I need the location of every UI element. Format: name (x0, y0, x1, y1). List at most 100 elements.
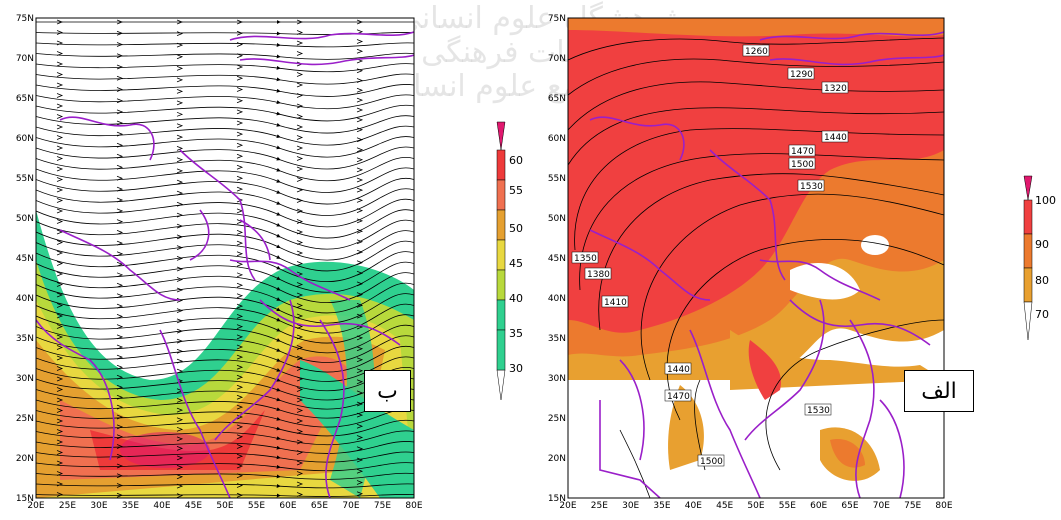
longitude-tick-label: 35E (122, 501, 139, 511)
streamline-arrow (116, 324, 124, 330)
boundaries-b (36, 31, 414, 498)
streamline-arrow (56, 198, 64, 203)
streamline-arrow (296, 93, 304, 98)
streamline-arrow (356, 218, 364, 224)
colorbar-b-label: 35 (509, 327, 523, 340)
streamline-arrow (356, 401, 364, 407)
streamline-arrow (56, 82, 64, 88)
colorbar-b-label: 50 (509, 222, 523, 235)
streamlines (36, 19, 414, 498)
streamline-arrow (116, 384, 124, 390)
streamline-arrow (116, 424, 124, 430)
streamline-arrow (56, 177, 64, 182)
streamline (36, 84, 414, 97)
streamline-arrow (56, 114, 64, 119)
streamline-arrow (116, 240, 124, 246)
contour-label: 1470 (664, 389, 692, 402)
streamline-arrow (116, 334, 124, 340)
panel-label-b-text: ب (377, 378, 398, 404)
streamline-arrow (236, 434, 244, 440)
streamline-arrow (236, 354, 244, 360)
map-panel-b: 75N70N65N60N55N50N45N40N35N30N25N20N15N … (16, 14, 523, 511)
streamline-arrow (356, 335, 364, 341)
latitude-tick-label: 40N (548, 294, 566, 304)
streamline-arrow (296, 261, 304, 266)
streamline-arrow (356, 197, 364, 203)
streamline (36, 136, 414, 158)
streamline (36, 335, 414, 363)
streamline-arrow (56, 429, 64, 434)
streamline-arrow (56, 355, 64, 361)
streamline-arrow (236, 30, 244, 36)
map-panel-alef: 1260 1290 1320 1440 1470 1500 1530 1350 … (548, 14, 1056, 511)
streamline-arrow (236, 282, 244, 288)
contour-label: 1380 (584, 267, 612, 280)
streamline-arrow (296, 313, 304, 319)
streamline-arrow (56, 492, 64, 497)
streamline-arrow (56, 19, 64, 25)
streamline-arrow (356, 412, 364, 418)
streamline-arrow (356, 107, 364, 113)
streamline-arrow (176, 54, 184, 60)
streamline-arrow (356, 87, 364, 93)
streamline (36, 157, 414, 182)
streamline-arrow (296, 366, 304, 371)
streamline-arrow (56, 93, 64, 98)
latitude-tick-label: 40N (16, 294, 34, 304)
streamline-arrow (296, 177, 304, 182)
streamline-arrow (116, 175, 124, 181)
svg-text:1320: 1320 (824, 84, 847, 94)
streamline-arrow (56, 72, 64, 77)
streamline-arrow (116, 483, 124, 488)
streamline-arrow (236, 404, 244, 410)
streamline-arrow (56, 219, 64, 224)
colorbar-b-bottom-arrow (496, 369, 506, 401)
longitude-tick-label: 40E (153, 501, 170, 511)
streamline (36, 462, 414, 472)
svg-text:1260: 1260 (745, 47, 768, 57)
streamline-arrow (356, 270, 364, 276)
streamline-arrow (56, 145, 64, 151)
streamline-arrow (56, 376, 64, 382)
panel-label-alef-text: الف (921, 378, 957, 404)
streamline-arrow (116, 30, 124, 36)
streamline-arrow (296, 397, 304, 403)
streamline-arrow (356, 468, 364, 474)
streamline-arrow (356, 177, 364, 183)
streamline (36, 104, 414, 122)
streamline-arrow (236, 98, 244, 104)
streamline-arrow (356, 423, 364, 429)
latitude-tick-label: 50N (548, 214, 566, 224)
streamline-arrow (236, 492, 244, 498)
streamline-arrow (116, 64, 124, 70)
streamline-arrow (236, 164, 244, 170)
streamline-arrow (296, 103, 304, 109)
streamline-arrow (296, 40, 304, 46)
longitude-tick-label: 45E (185, 501, 202, 511)
latitude-tick-label: 60N (16, 134, 34, 144)
streamline-arrow (236, 314, 244, 319)
streamline (36, 345, 414, 373)
streamline (36, 451, 414, 463)
streamline-arrow (296, 429, 304, 434)
svg-text:1470: 1470 (667, 392, 690, 402)
streamline-arrow (236, 293, 244, 299)
streamline-arrow (176, 179, 184, 185)
streamline-arrow (236, 272, 244, 278)
colorbar-b-top-arrow (496, 121, 506, 151)
streamline-arrow (236, 120, 244, 126)
streamline-arrow (296, 30, 304, 35)
colorbar-alef-label: 80 (1035, 274, 1049, 287)
latitude-tick-label: 70N (16, 54, 34, 64)
streamline-arrow (56, 334, 64, 340)
streamline-arrow (56, 208, 64, 214)
longitude-tick-label: 80E (935, 501, 952, 511)
streamline (36, 293, 414, 324)
streamline-arrow (176, 483, 184, 489)
streamline-arrow (356, 379, 364, 385)
streamline-arrow (236, 251, 244, 257)
streamline-arrow (176, 77, 184, 83)
streamline-arrow (236, 153, 244, 159)
streamline (36, 272, 414, 303)
